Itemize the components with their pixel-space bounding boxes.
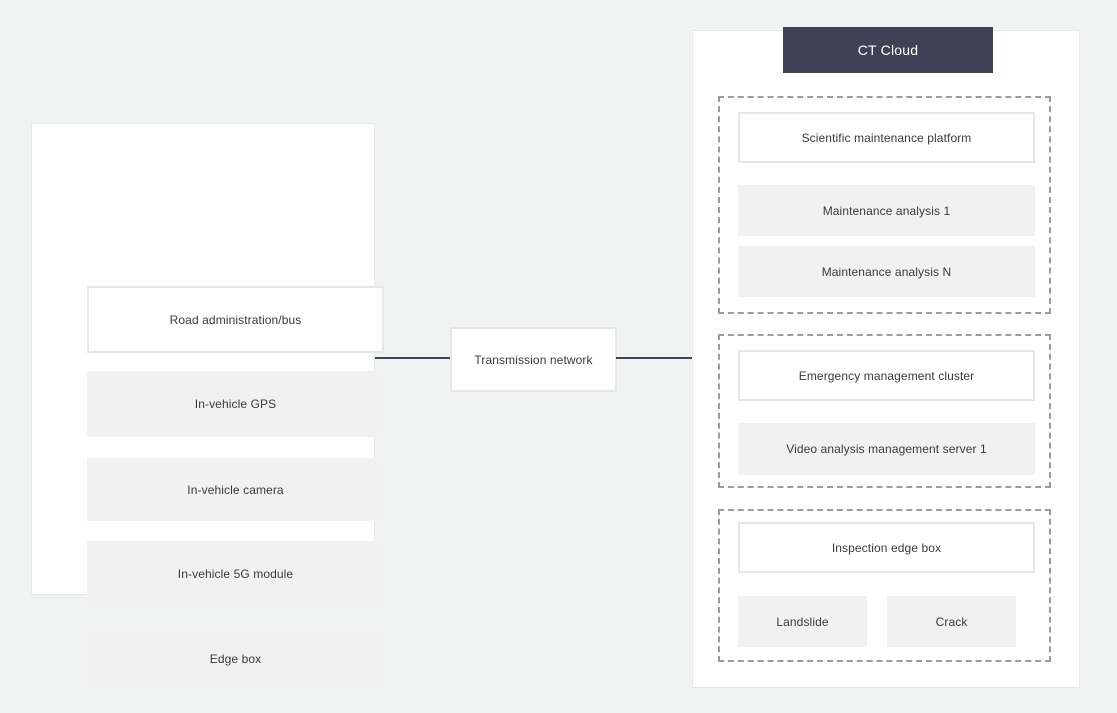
node-inspection-edge-box: Inspection edge box: [738, 522, 1035, 573]
node-edge-box: Edge box: [87, 627, 384, 691]
vehicle-devices-panel: Road administration/bus In-vehicle GPS I…: [31, 123, 384, 691]
node-landslide: Landslide: [738, 596, 867, 647]
node-in-vehicle-camera: In-vehicle camera: [87, 458, 384, 521]
group-emergency-management: [718, 334, 1051, 488]
node-in-vehicle-gps: In-vehicle GPS: [87, 371, 384, 437]
connector-line-right: [616, 357, 692, 359]
node-crack: Crack: [887, 596, 1016, 647]
ct-cloud-title: CT Cloud: [783, 27, 993, 73]
node-road-administration-bus: Road administration/bus: [87, 286, 384, 353]
node-video-analysis-management-server-1: Video analysis management server 1: [738, 423, 1035, 475]
node-maintenance-analysis-n: Maintenance analysis N: [738, 246, 1035, 297]
group-scientific-maintenance: [718, 96, 1051, 314]
node-scientific-maintenance-platform: Scientific maintenance platform: [738, 112, 1035, 163]
node-emergency-management-cluster: Emergency management cluster: [738, 350, 1035, 401]
group-inspection-edge-box: [718, 509, 1051, 662]
node-maintenance-analysis-1: Maintenance analysis 1: [738, 185, 1035, 236]
connector-line-left: [375, 357, 450, 359]
node-transmission-network: Transmission network: [450, 327, 617, 392]
node-in-vehicle-5g-module: In-vehicle 5G module: [87, 541, 384, 607]
